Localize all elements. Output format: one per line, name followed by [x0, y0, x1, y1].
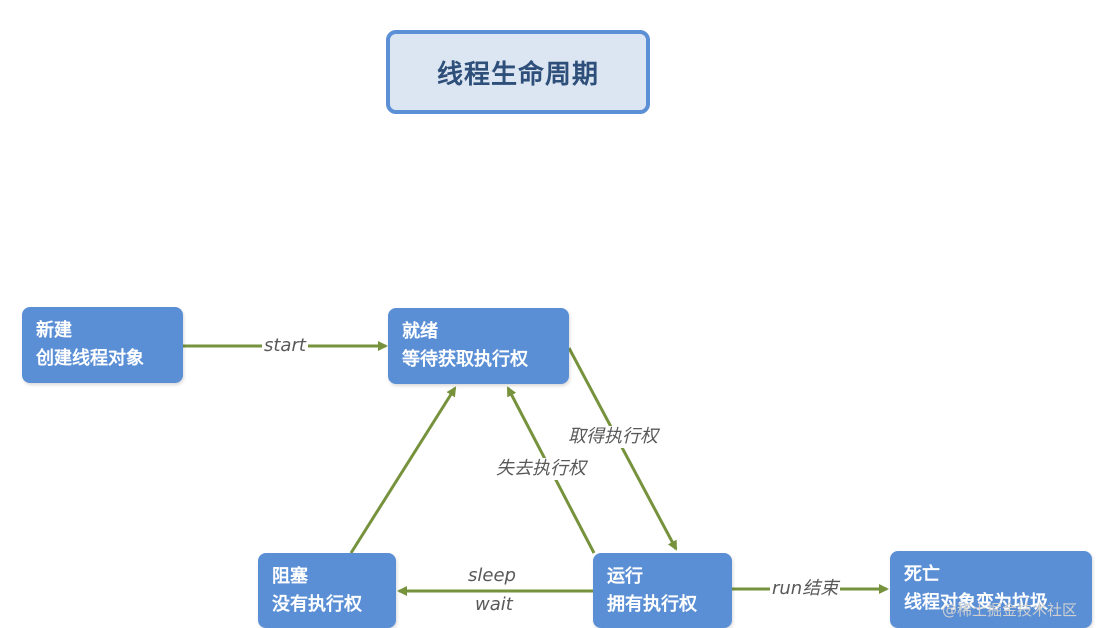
edge-label-start: start — [262, 335, 308, 357]
diagram-title: 线程生命周期 — [436, 59, 599, 90]
state-ready: 就绪 等待获取执行权 — [388, 308, 569, 384]
edge-label-acquire: 取得执行权 — [568, 426, 658, 448]
state-new-title: 新建 — [36, 320, 72, 341]
state-new-desc: 创建线程对象 — [36, 348, 144, 369]
state-running: 运行 拥有执行权 — [593, 553, 732, 628]
state-dead-title: 死亡 — [904, 564, 940, 585]
state-blocked-desc: 没有执行权 — [272, 594, 362, 615]
edge-label-lose: 失去执行权 — [496, 458, 586, 480]
state-blocked: 阻塞 没有执行权 — [258, 553, 396, 628]
edge-wake — [349, 386, 457, 554]
state-ready-desc: 等待获取执行权 — [402, 349, 528, 370]
edge-label-wait: wait — [473, 594, 515, 616]
diagram-title-box: 线程生命周期 — [386, 30, 650, 114]
state-dead-desc: 线程对象变为垃圾 — [904, 592, 1048, 613]
edge-label-sleep: sleep — [466, 565, 518, 587]
state-running-desc: 拥有执行权 — [607, 594, 697, 615]
watermark: @稀土掘金技术社区 — [942, 601, 1078, 619]
state-ready-title: 就绪 — [402, 321, 438, 342]
edge-acquire — [567, 347, 678, 551]
state-blocked-title: 阻塞 — [272, 566, 308, 587]
state-running-title: 运行 — [607, 566, 643, 587]
state-new: 新建 创建线程对象 — [22, 307, 183, 383]
state-dead: 死亡 线程对象变为垃圾 — [890, 551, 1092, 628]
edge-label-run-end: run结束 — [770, 578, 841, 600]
